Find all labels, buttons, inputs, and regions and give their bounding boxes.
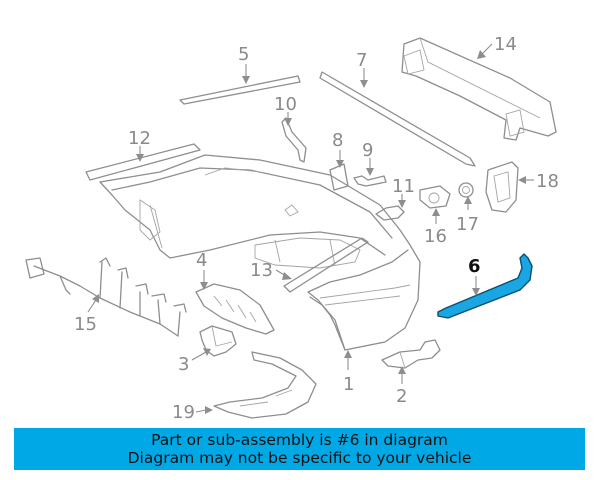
part-trim-strip [85,143,201,181]
leader-lines [87,43,534,414]
part-wiring-harness [25,257,187,337]
banner-line-1: Part or sub-assembly is #6 in diagram [151,431,448,449]
part-sensor-clip [353,175,387,187]
callout-14: 14 [494,34,517,55]
callout-12: 12 [128,128,151,149]
callout-5: 5 [238,44,249,65]
part-deflector [213,351,317,419]
part-sensor-housing [485,161,519,213]
part-sensor [419,185,451,209]
callout-9: 9 [362,140,373,161]
callout-16: 16 [424,226,447,247]
part-impact-bar [401,37,557,141]
banner-line-2: Diagram may not be specific to your vehi… [127,449,472,467]
callout-13: 13 [250,260,273,281]
callout-7: 7 [356,50,367,71]
part-short-strip [283,237,369,293]
part-absorber [195,283,275,335]
part-upper-trim [179,75,301,105]
callout-10: 10 [274,94,297,115]
callout-17: 17 [456,214,479,235]
callout-3: 3 [178,354,189,375]
callout-11: 11 [392,176,415,197]
callout-19: 19 [172,402,195,423]
callout-2: 2 [396,386,407,407]
info-banner: Part or sub-assembly is #6 in diagram Di… [14,428,585,470]
callout-18: 18 [536,171,559,192]
part-retainer [281,117,307,163]
callout-1: 1 [343,374,354,395]
callout-labels: 1 2 3 4 5 6 7 8 9 10 11 12 13 14 15 16 1… [74,34,559,423]
callout-8: 8 [332,130,343,151]
callout-4: 4 [196,250,207,271]
callout-6-highlighted: 6 [468,256,481,277]
part-grommet [458,182,474,198]
part-molding-highlighted [437,253,533,319]
callout-15: 15 [74,314,97,335]
part-bumper-cover [99,154,421,351]
part-bracket [381,339,441,369]
part-long-strip [319,71,476,167]
part-small-bracket [199,325,237,357]
part-wire-clip [375,205,405,221]
